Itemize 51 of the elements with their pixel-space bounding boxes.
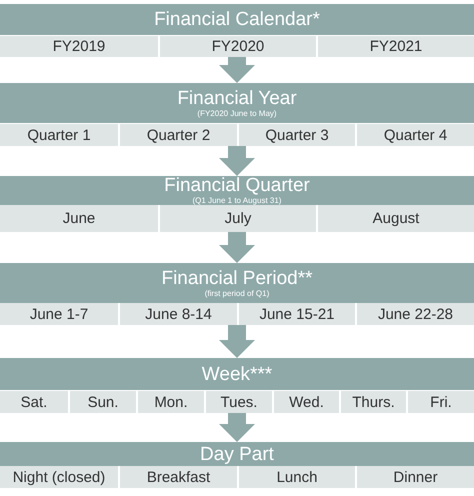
table-cell: Fri. bbox=[406, 391, 474, 413]
table-cell: Quarter 3 bbox=[237, 124, 355, 146]
header-band bbox=[0, 176, 474, 205]
table-cell: Sat. bbox=[0, 391, 68, 413]
table-cell: Tues. bbox=[204, 391, 272, 413]
header-band bbox=[0, 4, 474, 35]
header-subtitle: (FY2020 June to May) bbox=[197, 108, 277, 118]
table-cell: August bbox=[316, 205, 474, 232]
table-cell: Quarter 4 bbox=[355, 124, 474, 146]
header-title: Financial Quarter bbox=[164, 175, 310, 196]
table-cell: FY2019 bbox=[0, 36, 158, 57]
cell-row bbox=[0, 303, 474, 325]
down-arrow bbox=[219, 413, 255, 442]
cell-row bbox=[0, 205, 474, 232]
header-title: Financial Calendar* bbox=[154, 9, 320, 30]
cell-row bbox=[0, 391, 474, 413]
cell-row bbox=[0, 124, 474, 146]
header-band bbox=[0, 442, 474, 466]
table-cell: June 1-7 bbox=[0, 303, 118, 325]
header-band bbox=[0, 358, 474, 390]
header-subtitle: (Q1 June 1 to August 31) bbox=[192, 196, 282, 206]
table-cell: Quarter 2 bbox=[118, 124, 237, 146]
table-cell: June 22-28 bbox=[355, 303, 474, 325]
header-title: Week*** bbox=[202, 364, 272, 384]
header-title: Financial Period** bbox=[161, 268, 313, 288]
table-cell: Sun. bbox=[68, 391, 136, 413]
cell-row bbox=[0, 36, 474, 57]
header-title: Day Part bbox=[200, 444, 274, 464]
table-cell: Lunch bbox=[237, 466, 355, 488]
table-cell: Breakfast bbox=[118, 466, 237, 488]
header-band bbox=[0, 83, 474, 123]
down-arrow bbox=[219, 146, 255, 176]
table-cell: June 8-14 bbox=[118, 303, 237, 325]
table-cell: Quarter 1 bbox=[0, 124, 118, 146]
table-cell: June 15-21 bbox=[237, 303, 355, 325]
table-cell: June bbox=[0, 205, 158, 232]
table-cell: Thurs. bbox=[339, 391, 406, 413]
header-subtitle: (first period of Q1) bbox=[204, 288, 270, 298]
table-cell: Night (closed) bbox=[0, 466, 118, 488]
down-arrow bbox=[219, 232, 255, 263]
table-cell: Dinner bbox=[355, 466, 474, 488]
cell-row bbox=[0, 466, 474, 488]
down-arrow bbox=[219, 57, 255, 83]
table-cell: Mon. bbox=[136, 391, 204, 413]
down-arrow bbox=[219, 325, 255, 358]
header-title: Financial Year bbox=[177, 88, 297, 108]
table-cell: FY2021 bbox=[316, 36, 474, 57]
header-band bbox=[0, 263, 474, 303]
table-cell: July bbox=[158, 205, 316, 232]
table-cell: Wed. bbox=[272, 391, 339, 413]
table-cell: FY2020 bbox=[158, 36, 316, 57]
